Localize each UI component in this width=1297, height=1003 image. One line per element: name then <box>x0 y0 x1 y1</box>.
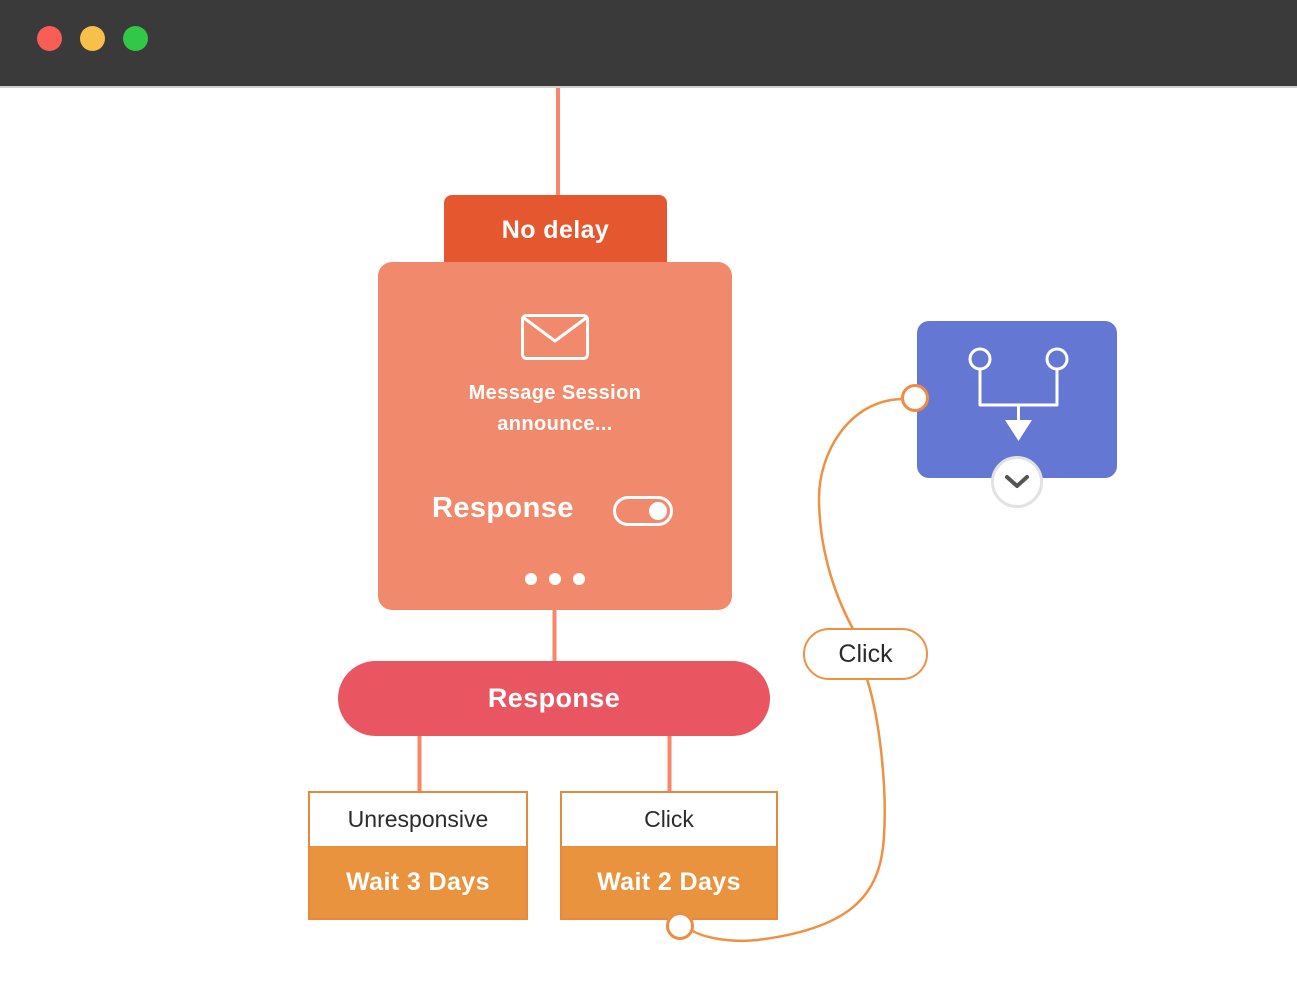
close-window-button[interactable] <box>37 26 62 51</box>
minimize-window-button[interactable] <box>80 26 105 51</box>
response-split-node[interactable]: Response <box>338 661 770 736</box>
split-node[interactable] <box>917 321 1117 478</box>
delay-badge[interactable]: No delay <box>444 195 667 265</box>
delay-badge-label: No delay <box>501 215 610 244</box>
click-connector-label: Click <box>838 639 893 668</box>
more-options-dots[interactable] <box>378 573 732 585</box>
flow-canvas: No delay Message Session announce... Res… <box>0 88 1297 1001</box>
branch-wait-action: Wait 3 Days <box>346 867 490 896</box>
response-toggle-label: Response <box>432 492 574 524</box>
split-expand-button[interactable] <box>991 456 1043 508</box>
message-node-title: Message Session announce... <box>468 382 642 435</box>
toggle-knob <box>649 502 667 520</box>
chevron-down-icon <box>1005 475 1029 488</box>
click-connector-badge[interactable]: Click <box>803 628 928 680</box>
envelope-icon <box>521 314 589 360</box>
window-titlebar <box>0 0 1297 88</box>
response-split-label: Response <box>487 683 621 713</box>
branch-condition-label: Click <box>562 793 776 846</box>
response-toggle-switch[interactable] <box>613 496 673 526</box>
branch-click[interactable]: Click Wait 2 Days <box>560 791 778 920</box>
zoom-window-button[interactable] <box>123 26 148 51</box>
split-input-port[interactable] <box>901 384 929 412</box>
wait2-output-port[interactable] <box>666 912 694 940</box>
branch-condition-label: Unresponsive <box>310 793 526 846</box>
message-node[interactable]: Message Session announce... Response <box>378 262 732 610</box>
branch-wait-action: Wait 2 Days <box>597 867 741 896</box>
branch-merge-icon <box>968 347 1069 441</box>
split-to-click-wire <box>817 397 902 630</box>
branch-unresponsive[interactable]: Unresponsive Wait 3 Days <box>308 791 528 920</box>
response-toggle-row: Response <box>432 488 678 534</box>
